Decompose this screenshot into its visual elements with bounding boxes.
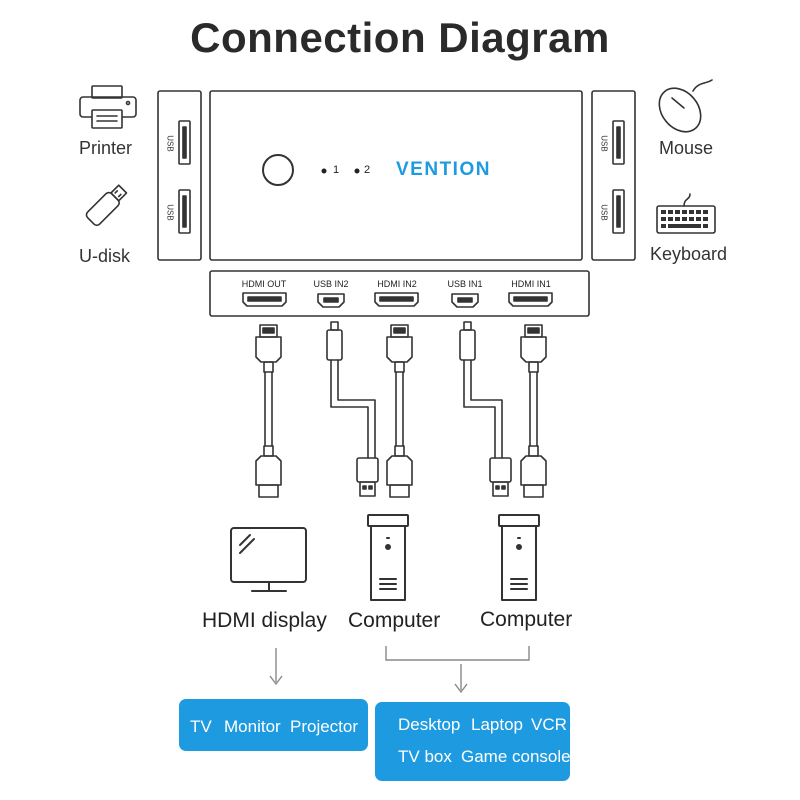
right-usb-port-1 xyxy=(612,120,625,165)
port-usb-in2 xyxy=(317,293,345,308)
right-usb-label-1: USB xyxy=(599,135,609,152)
switch-button xyxy=(262,154,294,186)
printer-icon xyxy=(79,85,137,129)
page-title: Connection Diagram xyxy=(190,14,610,61)
usb-cable-in2 xyxy=(326,321,379,497)
left-side-panel xyxy=(157,90,202,261)
right-usb-label-2: USB xyxy=(599,204,609,221)
computer-type-vcr: VCR xyxy=(531,715,567,734)
port-label-hdmi-in1: HDMI IN1 xyxy=(511,279,551,289)
display-type-projector: Projector xyxy=(290,717,359,736)
printer-label: Printer xyxy=(79,138,133,158)
computer-types-box xyxy=(375,702,570,781)
port-hdmi-in2 xyxy=(374,292,419,307)
port-hdmi-out xyxy=(242,292,287,307)
port-label-usb-in2: USB IN2 xyxy=(313,279,349,289)
display-type-monitor: Monitor xyxy=(224,717,281,736)
udisk-label: U-disk xyxy=(79,246,131,266)
usb-cable-in1 xyxy=(459,321,512,497)
port-hdmi-in1 xyxy=(508,292,553,307)
led-label-1: 1 xyxy=(333,164,340,176)
left-usb-label-1: USB xyxy=(165,135,175,152)
rear-panel xyxy=(209,270,590,317)
computer-type-game-console: Game console xyxy=(461,747,571,766)
display-types-box xyxy=(179,699,368,751)
udisk-icon xyxy=(85,184,128,227)
right-usb-port-2 xyxy=(612,189,625,234)
left-usb-label-2: USB xyxy=(165,204,175,221)
mouse-icon xyxy=(658,79,713,133)
display-type-tv: TV xyxy=(190,717,212,736)
hdmi-display-label: HDMI display xyxy=(202,609,327,632)
port-label-hdmi-in2: HDMI IN2 xyxy=(377,279,417,289)
hdmi-cable-in1 xyxy=(520,324,547,498)
computer-type-tvbox: TV box xyxy=(398,747,452,766)
led-label-2: 2 xyxy=(364,164,371,176)
left-usb-port-2 xyxy=(178,189,191,234)
computer-tower-icon-2 xyxy=(498,514,540,601)
port-usb-in1 xyxy=(451,293,479,308)
monitor-icon xyxy=(230,527,307,592)
computer-label-2: Computer xyxy=(480,608,573,631)
brand-logo: VENTION xyxy=(396,159,491,180)
computer-tower-icon-1 xyxy=(367,514,409,601)
right-side-panel xyxy=(591,90,636,261)
switch-top-panel xyxy=(209,90,583,261)
computer-label-1: Computer xyxy=(348,609,441,632)
computer-type-desktop: Desktop xyxy=(398,715,461,734)
mouse-label: Mouse xyxy=(659,138,714,158)
computer-type-laptop: Laptop xyxy=(471,715,523,734)
port-label-hdmi-out: HDMI OUT xyxy=(241,279,287,289)
hdmi-cable-out xyxy=(255,324,282,498)
keyboard-icon xyxy=(656,193,716,234)
port-label-usb-in1: USB IN1 xyxy=(447,279,483,289)
left-usb-port-1 xyxy=(178,120,191,165)
keyboard-label: Keyboard xyxy=(650,244,728,264)
hdmi-cable-in2 xyxy=(386,324,413,498)
